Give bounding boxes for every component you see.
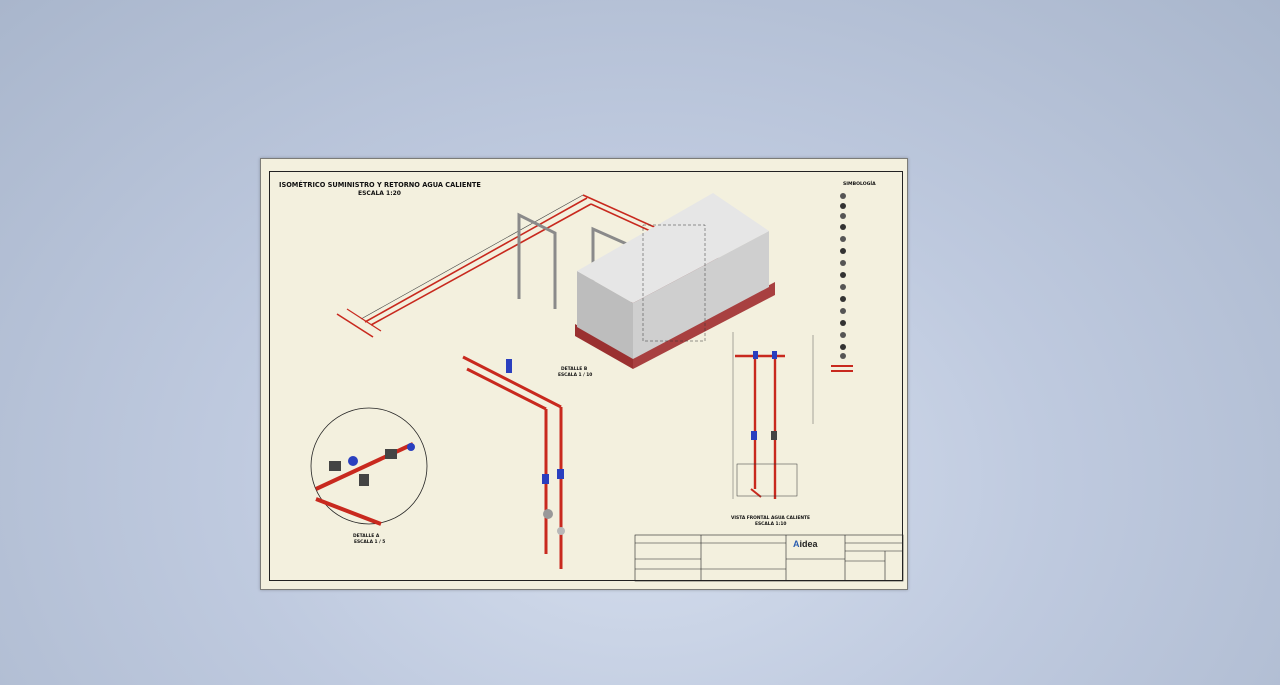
company-logo-rest: idea [799,539,818,549]
company-logo-letter: A [793,539,800,549]
symbology-title: SIMBOLOGÍA [843,182,876,187]
drawing-frame [269,171,903,581]
detail-a-name: DETALLE A [353,534,380,539]
front-view-name: VISTA FRONTAL AGUA CALIENTE [731,516,811,521]
detail-b-scale: ESCALA 1 / 10 [558,373,593,378]
detail-b-assembly [462,355,565,569]
detail-a-scale: ESCALA 1 / 5 [354,540,386,545]
drawing-sheet: ISOMÉTRICO SUMINISTRO Y RETORNO AGUA CAL… [260,158,908,590]
front-view-scale: ESCALA 1:10 [755,522,787,527]
front-view-elevation [732,332,814,499]
symbology-icons [831,193,853,372]
detail-b-callout-box [642,224,706,342]
water-tank [575,193,775,369]
detail-b-name: DETALLE B [561,367,588,372]
drawing-scale: ESCALA 1:20 [358,190,401,197]
title-block [634,534,904,582]
isometric-drawing [310,193,904,582]
company-logo: Aidea [793,539,818,549]
drawing-title: ISOMÉTRICO SUMINISTRO Y RETORNO AGUA CAL… [279,181,481,189]
detail-a-view [310,407,428,526]
